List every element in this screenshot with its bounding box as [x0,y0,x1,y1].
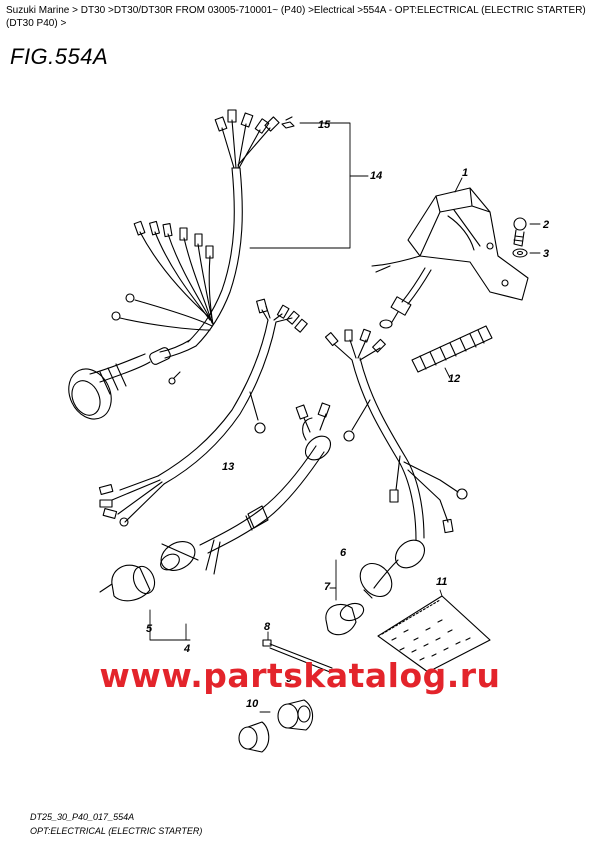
washer-3[interactable] [512,248,541,258]
callout-9: 9 [286,673,293,685]
callout-2: 2 [542,219,549,231]
callout-6: 6 [340,547,347,559]
cable-tie-9[interactable] [262,631,333,673]
grease-bag-11[interactable] [377,589,491,673]
callout-7: 7 [324,581,331,593]
starter-switch-1[interactable] [371,187,529,329]
callout-15: 15 [318,119,331,131]
callout-1: 1 [462,167,468,179]
breadcrumb[interactable]: Suzuki Marine > DT30 >DT30/DT30R FROM 03… [6,5,586,29]
callout-5: 5 [146,623,153,635]
callout-12: 12 [448,373,460,385]
clamp-7[interactable] [325,559,366,636]
callout-4: 4 [183,643,190,655]
harness-plug-4[interactable] [99,402,335,641]
screw-2[interactable] [513,217,541,247]
footer-caption: OPT:ELECTRICAL (ELECTRIC STARTER) [30,826,203,836]
callout-3: 3 [543,248,549,260]
watermark[interactable]: www.partskatalog.ru [99,656,501,695]
callout-8: 8 [264,621,271,633]
footer-code: DT25_30_P40_017_554A [30,812,135,822]
callout-10: 10 [246,698,259,710]
figure-title: FIG.554A [10,44,109,69]
protector-tube-12[interactable] [411,325,493,379]
callout-11: 11 [436,576,447,588]
harness-13[interactable] [98,298,308,527]
harness-right-connector[interactable] [324,328,468,603]
callout-14: 14 [370,170,382,182]
grommets-10[interactable] [238,699,314,753]
main-harness-14[interactable] [61,109,295,426]
callout-13: 13 [222,461,234,473]
